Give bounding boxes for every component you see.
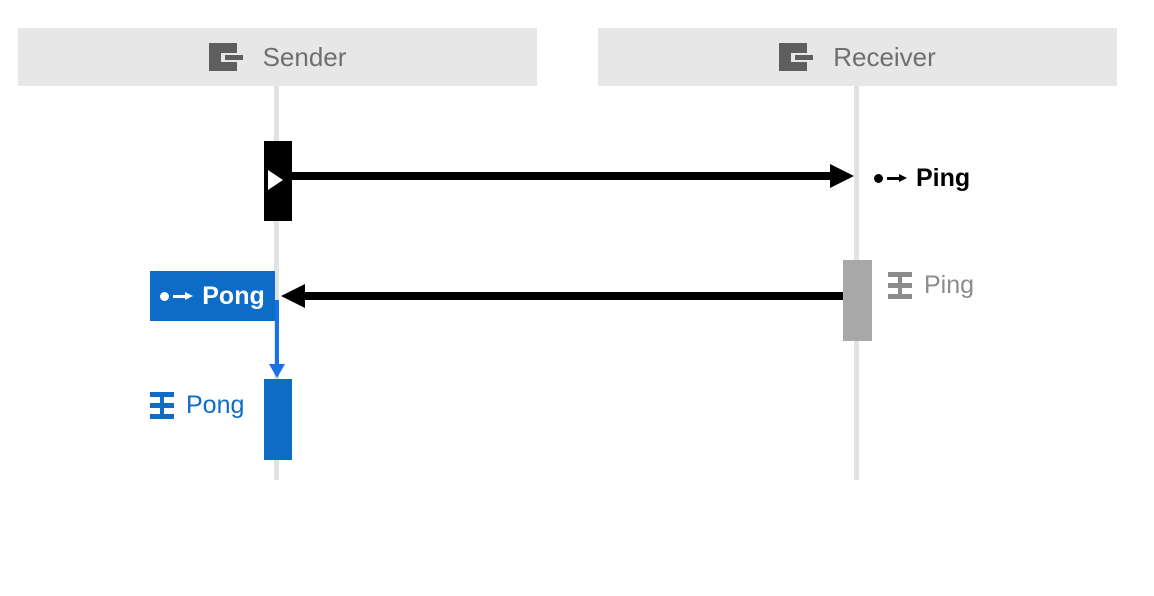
pong-arrowhead-icon [281, 284, 305, 308]
execution-icon-stem [898, 271, 902, 299]
ping-execution-text: Ping [924, 270, 975, 299]
ping-message-text: Ping [916, 163, 971, 192]
lifeline-header-sender[interactable]: Sender [18, 28, 537, 86]
message-icon [160, 290, 194, 303]
lifeline-title-receiver: Receiver [833, 41, 936, 72]
ping-execution-label[interactable]: Ping [888, 270, 974, 300]
receiver-execution-bar[interactable] [843, 260, 872, 341]
execution-icon [150, 391, 174, 419]
pong-execution-bar[interactable] [264, 379, 292, 460]
lifeline-icon-dash [795, 55, 814, 60]
lifeline-header-receiver[interactable]: Receiver [598, 28, 1117, 86]
lifeline-icon [208, 43, 251, 71]
ping-arrowhead-icon [830, 164, 854, 188]
lifeline-title-sender: Sender [262, 41, 347, 72]
pong-execution-text: Pong [186, 390, 245, 419]
ping-message-label[interactable]: Ping [874, 163, 970, 193]
execution-icon-stem [160, 391, 164, 419]
pong-message-label-selected[interactable]: Pong [150, 271, 275, 321]
lifeline-icon-dash [224, 55, 243, 60]
sender-activation-bar[interactable] [264, 141, 292, 221]
play-icon [268, 170, 283, 190]
message-icon-shaft [887, 176, 900, 180]
pong-flow-arrowhead-icon [269, 364, 285, 378]
pong-message-arrow[interactable] [303, 292, 843, 300]
message-icon-dot [160, 291, 170, 301]
message-icon-head [899, 173, 907, 182]
lifeline-icon [779, 43, 821, 71]
ping-message-arrow[interactable] [292, 172, 832, 180]
message-icon-head [185, 291, 194, 300]
lifeline-sender[interactable] [274, 86, 279, 480]
message-icon-dot [874, 173, 883, 183]
pong-flow-arrow [275, 300, 279, 366]
pong-message-text: Pong [202, 281, 265, 310]
message-icon [874, 172, 907, 185]
message-icon-shaft [173, 294, 187, 298]
execution-icon [888, 271, 912, 299]
pong-execution-label[interactable]: Pong [150, 390, 244, 420]
